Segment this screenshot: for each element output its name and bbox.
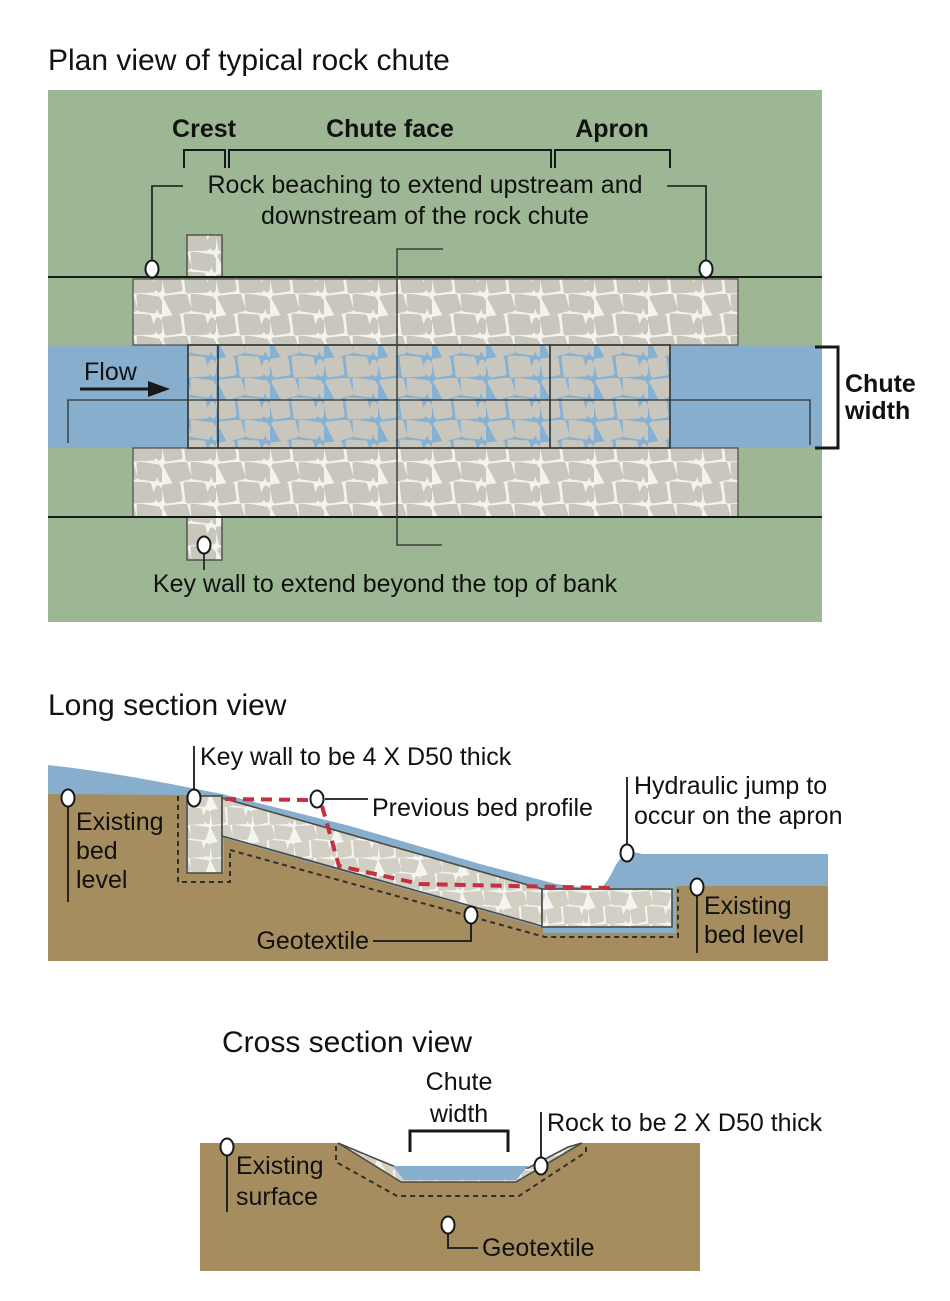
ls-key-wall-rock bbox=[186, 795, 223, 874]
ls-existing-bed-left-line3: level bbox=[76, 866, 127, 894]
long-section-view: Long section view Existing bed level Key… bbox=[48, 689, 842, 961]
ls-geotextile-label: Geotextile bbox=[256, 927, 369, 955]
cs-existing-surface-line1: Existing bbox=[236, 1152, 324, 1180]
ls-geotextile-keywall-line bbox=[177, 796, 231, 883]
ls-geotextile-face-line bbox=[229, 849, 679, 938]
callout-marker bbox=[309, 789, 325, 809]
cs-soil bbox=[200, 1143, 700, 1271]
crest-label: Crest bbox=[172, 115, 237, 143]
cross-section-title: Cross section view bbox=[222, 1026, 472, 1059]
plan-chute-rock bbox=[187, 344, 671, 449]
rock-beaching-note-line1: Rock beaching to extend upstream and bbox=[208, 171, 643, 199]
chute-face-label: Chute face bbox=[326, 115, 454, 143]
cs-geotextile-label: Geotextile bbox=[482, 1234, 595, 1262]
plan-view: Plan view of typical rock chute Crest Ch… bbox=[48, 44, 916, 622]
callout-marker bbox=[698, 259, 714, 279]
chute-width-label-line2: width bbox=[844, 397, 910, 425]
cs-chute-width-bracket bbox=[408, 1129, 510, 1152]
chute-face-bracket bbox=[228, 149, 552, 168]
callout-marker bbox=[689, 877, 705, 897]
ls-existing-bed-left-line1: Existing bbox=[76, 808, 164, 836]
flow-label: Flow bbox=[84, 358, 138, 386]
callout-marker bbox=[440, 1215, 456, 1235]
chute-width-label-line1: Chute bbox=[845, 370, 916, 398]
cs-geotextile-line bbox=[335, 1144, 587, 1197]
callout-marker bbox=[219, 1137, 235, 1157]
key-wall-note: Key wall to extend beyond the top of ban… bbox=[153, 570, 618, 598]
ls-key-wall-label: Key wall to be 4 X D50 thick bbox=[200, 743, 512, 771]
plan-section-cut-line bbox=[396, 248, 443, 546]
long-section-title: Long section view bbox=[48, 689, 287, 722]
plan-view-title: Plan view of typical rock chute bbox=[48, 44, 450, 77]
cross-section-view: Cross section view Chute width Rock to b… bbox=[200, 1026, 823, 1271]
apron-bracket bbox=[554, 149, 671, 168]
crest-bracket bbox=[183, 149, 226, 168]
plan-key-wall-upper bbox=[186, 234, 223, 278]
callout-marker bbox=[60, 788, 76, 808]
callout-marker bbox=[463, 905, 479, 925]
callout-marker bbox=[196, 535, 212, 555]
cs-chute-width-line2: width bbox=[429, 1100, 488, 1128]
long-section-soil bbox=[48, 794, 828, 961]
cs-existing-surface-line2: surface bbox=[236, 1183, 318, 1211]
rock-beaching-leader-right bbox=[667, 185, 707, 261]
cs-geotextile-leader bbox=[447, 1234, 478, 1249]
rock-beaching-note-line2: downstream of the rock chute bbox=[261, 202, 589, 230]
callout-marker bbox=[533, 1156, 549, 1176]
plan-mid-channel-line bbox=[67, 399, 811, 445]
plan-rock-beaching-lower bbox=[132, 447, 739, 518]
chute-width-bracket bbox=[815, 345, 840, 450]
cs-rock-thickness-label: Rock to be 2 X D50 thick bbox=[547, 1109, 823, 1137]
callout-marker bbox=[144, 259, 160, 279]
plan-rock-beaching-upper bbox=[132, 278, 739, 346]
ls-previous-bed-label: Previous bed profile bbox=[372, 794, 593, 822]
ls-hydraulic-jump-line1: Hydraulic jump to bbox=[634, 772, 827, 800]
ls-geotextile-leader bbox=[373, 924, 472, 942]
ls-existing-bed-right-line2: bed level bbox=[704, 921, 804, 949]
apron-label: Apron bbox=[575, 115, 649, 143]
ls-hydraulic-jump-line2: occur on the apron bbox=[634, 802, 842, 830]
callout-marker bbox=[619, 843, 635, 863]
flow-arrow-head bbox=[148, 381, 170, 397]
ls-existing-bed-left-line2: bed bbox=[76, 837, 118, 865]
rock-beaching-leader-left bbox=[151, 185, 183, 261]
ls-apron-rock bbox=[541, 888, 673, 928]
callout-marker bbox=[186, 788, 202, 808]
ls-existing-bed-right-line1: Existing bbox=[704, 892, 792, 920]
cs-chute-width-line1: Chute bbox=[426, 1068, 493, 1096]
cs-water bbox=[393, 1166, 528, 1180]
previous-bed-profile-line bbox=[224, 797, 611, 890]
